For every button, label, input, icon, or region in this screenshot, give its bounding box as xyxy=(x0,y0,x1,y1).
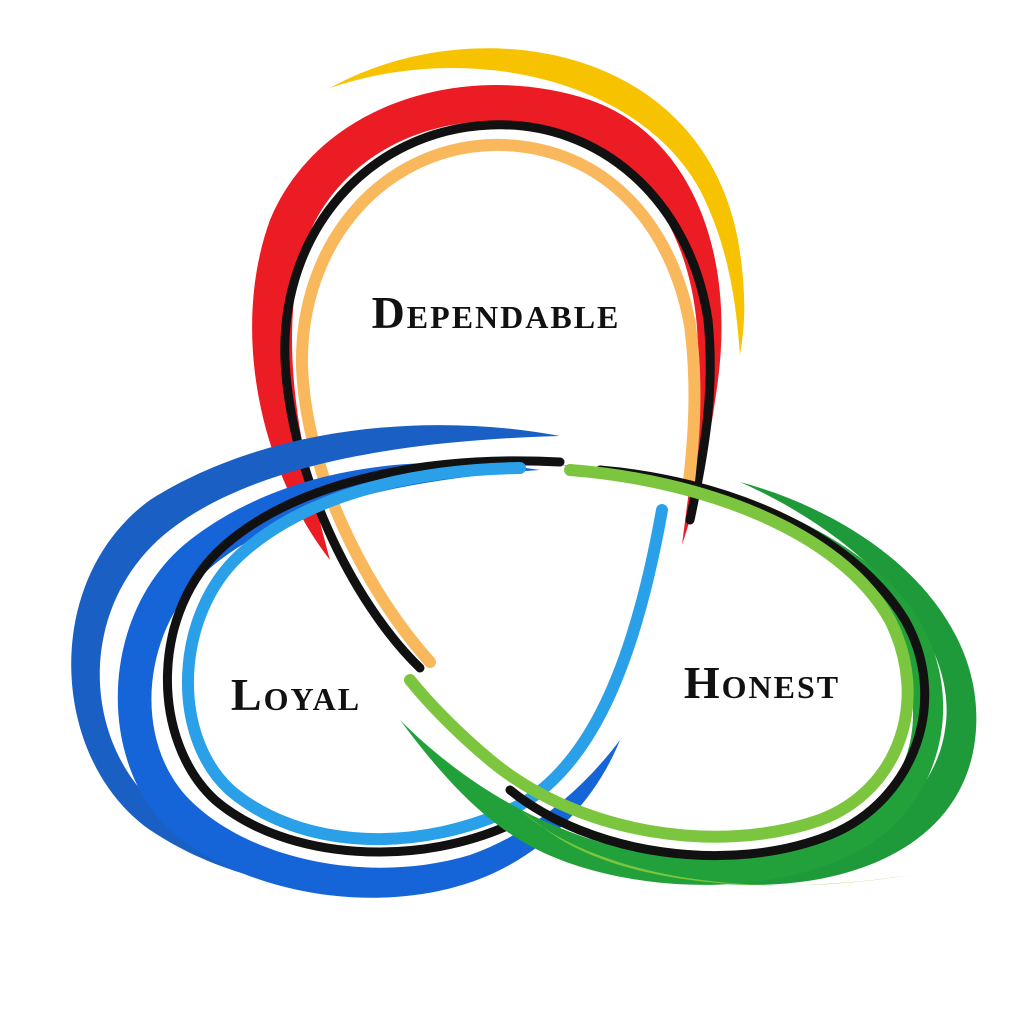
loop-right-outer-swoosh xyxy=(690,482,977,885)
loop-right xyxy=(400,464,977,886)
loop-right-inner-stroke xyxy=(404,464,914,843)
loop-top xyxy=(252,48,745,673)
loop-left-stroke xyxy=(163,456,565,857)
label-honest: Honest xyxy=(684,657,840,708)
loop-top-stroke xyxy=(280,120,715,673)
loop-left xyxy=(71,425,668,898)
label-dependable: Dependable xyxy=(372,287,621,338)
loop-right-stroke xyxy=(505,465,930,861)
label-loyal: Loyal xyxy=(231,669,361,720)
loop-left-inner-stroke xyxy=(182,462,668,846)
